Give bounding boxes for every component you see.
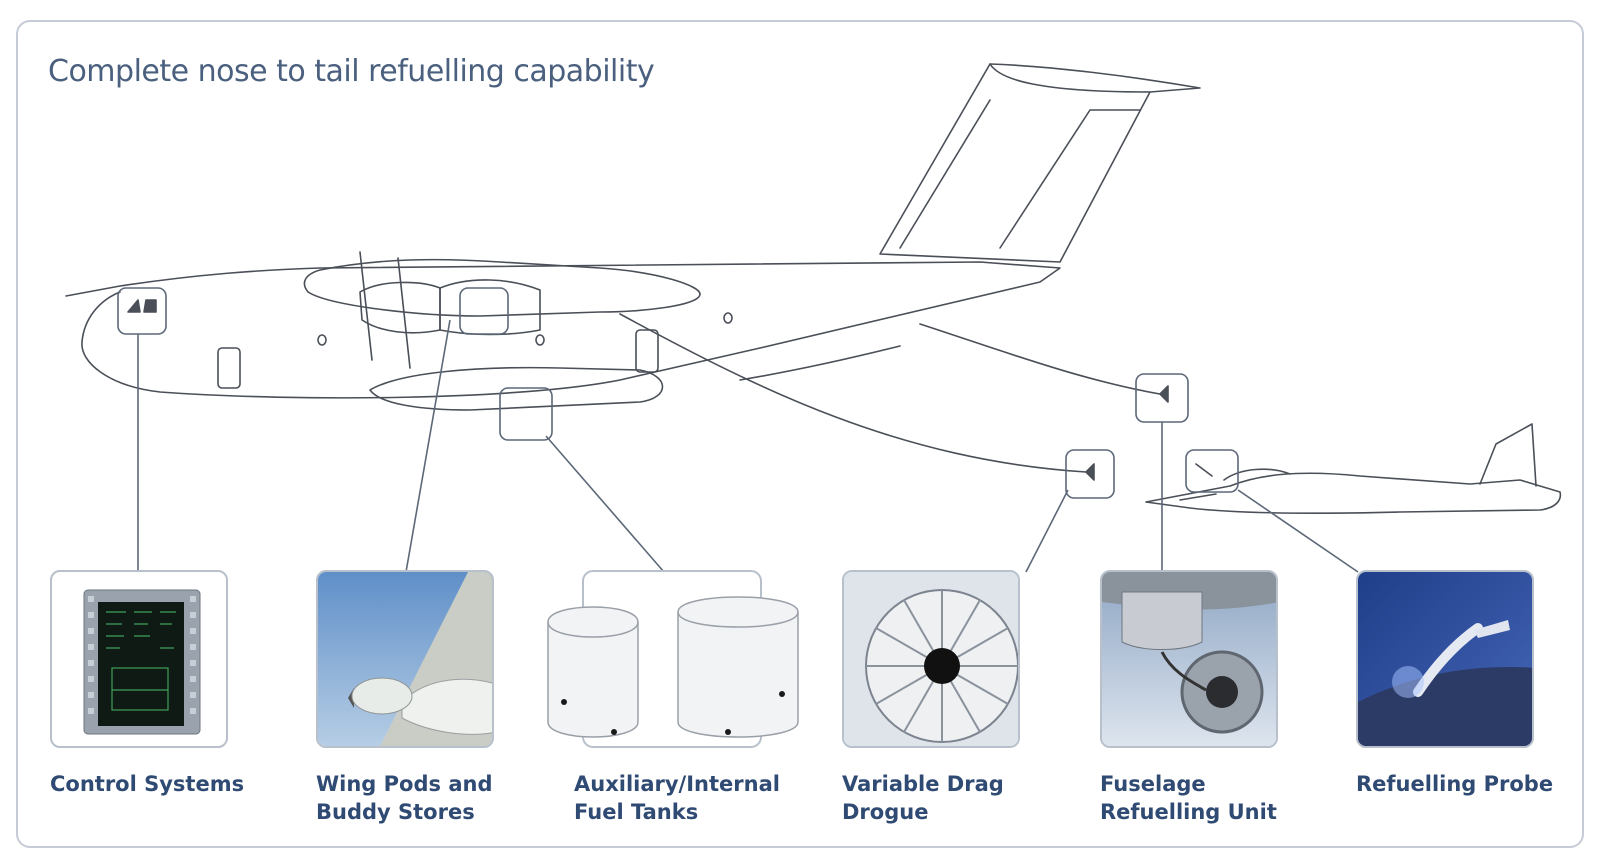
callout-box-cockpit [117, 287, 167, 335]
refuelling-unit-image [1102, 572, 1276, 746]
tanker-tail-fin [879, 63, 1201, 263]
card-control-systems [50, 570, 228, 748]
label-control-systems: Control Systems [50, 772, 245, 796]
callout-box-fuel-tank [499, 387, 553, 441]
callout-box-wing-pod [459, 287, 509, 335]
tanker-wing [303, 258, 701, 317]
wing-pod-image [318, 572, 492, 746]
leader-variable-drag-drogue [1025, 489, 1069, 573]
callout-box-probe [1185, 449, 1239, 493]
control-display-image [83, 589, 201, 735]
centre-drogue [1085, 463, 1095, 481]
leader-refuelling-probe [1237, 489, 1359, 573]
tanker-belly-fairing [369, 366, 664, 411]
card-variable-drag-drogue [842, 570, 1020, 748]
wing-drogue [1159, 385, 1169, 403]
centre-hose [619, 313, 1087, 473]
diagram-frame [16, 20, 1584, 848]
callout-box-wing-drogue [1135, 373, 1189, 423]
label-refuelling-probe: Refuelling Probe [1356, 772, 1554, 796]
tanker-fuselage [65, 261, 1061, 399]
fuel-tank-cylinders [547, 596, 799, 738]
wing-hose [919, 323, 1161, 395]
leader-fuel-tanks [545, 435, 665, 573]
drogue-image [844, 572, 1018, 746]
fighter-jet [1145, 472, 1562, 514]
refuelling-probe-image [1358, 572, 1532, 746]
diagram-title: Complete nose to tail refuelling capabil… [48, 54, 655, 89]
callout-box-centre-drogue [1065, 449, 1115, 499]
card-wing-pods [316, 570, 494, 748]
card-refuelling-probe [1356, 570, 1534, 748]
card-fuselage-refuelling-unit [1100, 570, 1278, 748]
leader-wing-pods [405, 319, 451, 573]
